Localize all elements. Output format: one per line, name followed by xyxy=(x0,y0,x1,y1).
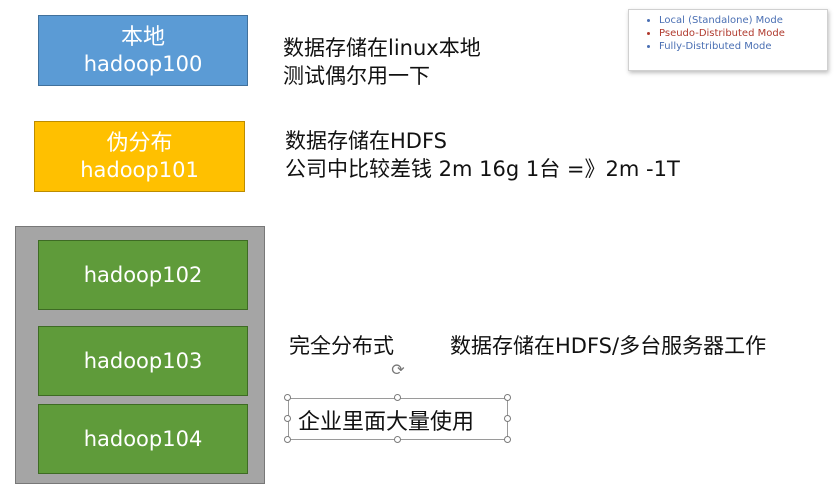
full-mode-title: 完全分布式 xyxy=(289,334,394,358)
pseudo-mode-host: hadoop101 xyxy=(80,158,199,183)
resize-handle[interactable] xyxy=(284,415,291,422)
legend-item-label: Pseudo-Distributed Mode xyxy=(659,28,785,39)
pseudo-desc-line2: 公司中比较差钱 2m 16g 1台 =》2m -1T xyxy=(285,157,680,182)
legend-item-label: Fully-Distributed Mode xyxy=(659,41,772,52)
cluster-node-box[interactable]: hadoop103 xyxy=(38,326,248,396)
resize-handle[interactable] xyxy=(394,436,401,443)
mode-legend: Local (Standalone) Mode Pseudo-Distribut… xyxy=(628,9,828,71)
resize-handle[interactable] xyxy=(394,394,401,401)
pseudo-desc-line1: 数据存储在HDFS xyxy=(285,129,448,153)
local-mode-host: hadoop100 xyxy=(83,52,203,77)
local-mode-box[interactable]: 本地 hadoop100 xyxy=(38,15,248,86)
cluster-node-label: hadoop102 xyxy=(83,263,203,287)
local-mode-title: 本地 xyxy=(120,24,165,50)
resize-handle[interactable] xyxy=(284,436,291,443)
local-desc-line1: 数据存储在linux本地 xyxy=(283,36,481,60)
resize-handle[interactable] xyxy=(284,394,291,401)
legend-item-pseudo[interactable]: Pseudo-Distributed Mode xyxy=(659,27,827,40)
rotate-handle-icon[interactable]: ⟳ xyxy=(391,360,405,379)
full-mode-usage[interactable]: 企业里面大量使用 xyxy=(298,410,475,435)
resize-handle[interactable] xyxy=(504,394,511,401)
legend-item-label: Local (Standalone) Mode xyxy=(659,15,783,26)
local-desc-line2: 测试偶尔用一下 xyxy=(283,64,430,89)
cluster-node-label: hadoop104 xyxy=(83,427,203,451)
legend-item-local[interactable]: Local (Standalone) Mode xyxy=(659,14,827,27)
mode-legend-list: Local (Standalone) Mode Pseudo-Distribut… xyxy=(629,14,827,53)
pseudo-mode-box[interactable]: 伪分布 hadoop101 xyxy=(34,121,245,192)
cluster-node-label: hadoop103 xyxy=(83,349,203,373)
resize-handle[interactable] xyxy=(504,436,511,443)
pseudo-description: 数据存储在HDFS 公司中比较差钱 2m 16g 1台 =》2m -1T xyxy=(285,127,680,184)
full-mode-description: 数据存储在HDFS/多台服务器工作 xyxy=(450,334,767,358)
cluster-node-box[interactable]: hadoop102 xyxy=(38,240,248,310)
resize-handle[interactable] xyxy=(504,415,511,422)
local-description: 数据存储在linux本地 测试偶尔用一下 xyxy=(283,34,481,91)
pseudo-mode-title: 伪分布 xyxy=(106,130,173,156)
cluster-node-box[interactable]: hadoop104 xyxy=(38,404,248,474)
legend-item-fully[interactable]: Fully-Distributed Mode xyxy=(659,40,827,53)
